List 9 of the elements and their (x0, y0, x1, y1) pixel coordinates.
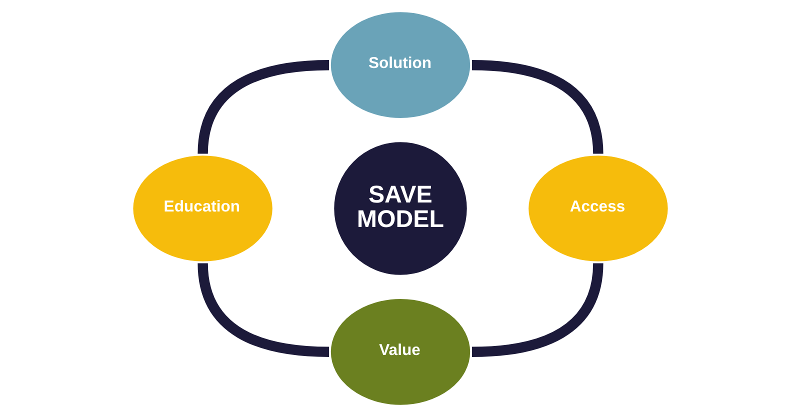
node-circle: SAVE MODEL (332, 141, 468, 276)
node-ellipse: Access (527, 154, 668, 262)
node-ellipse: Value (329, 298, 471, 406)
connector (471, 262, 603, 358)
connector (197, 262, 329, 358)
connector (197, 60, 329, 154)
node-ellipse: Education (132, 154, 273, 262)
node-ellipse: Solution (329, 11, 471, 119)
connector (471, 60, 603, 154)
